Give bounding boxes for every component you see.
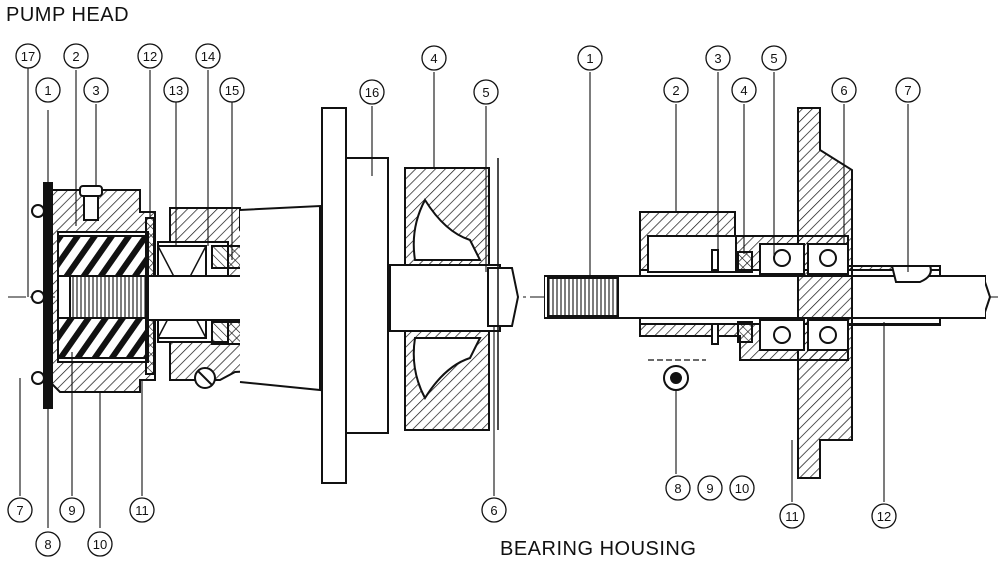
housing-flange bbox=[797, 107, 853, 479]
svg-text:14: 14 bbox=[201, 49, 215, 64]
svg-text:4: 4 bbox=[740, 83, 747, 98]
callout-bh-12: 12 bbox=[871, 503, 897, 529]
callout-12: 12 bbox=[137, 43, 163, 69]
adapter-plate bbox=[345, 157, 389, 434]
svg-text:15: 15 bbox=[225, 83, 239, 98]
coupling-void-top bbox=[412, 198, 482, 261]
svg-text:4: 4 bbox=[430, 51, 437, 66]
svg-text:1: 1 bbox=[586, 51, 593, 66]
callout-bh-5: 5 bbox=[761, 45, 787, 71]
end-cover bbox=[43, 182, 53, 409]
coupling-void-bottom bbox=[412, 337, 482, 400]
callout-15: 15 bbox=[219, 77, 245, 103]
callout-2: 2 bbox=[63, 43, 89, 69]
svg-text:12: 12 bbox=[877, 509, 891, 524]
callout-bh-2: 2 bbox=[663, 77, 689, 103]
callout-14: 14 bbox=[195, 43, 221, 69]
callout-17: 17 bbox=[15, 43, 41, 69]
callout-1: 1 bbox=[35, 77, 61, 103]
bearing-outer bbox=[759, 243, 805, 351]
svg-text:12: 12 bbox=[143, 49, 157, 64]
housing-seal-bottom bbox=[737, 321, 753, 343]
callout-bh-3: 3 bbox=[705, 45, 731, 71]
bearing-housing-assembly bbox=[544, 107, 992, 479]
callout-bh-7: 7 bbox=[895, 77, 921, 103]
callout-4: 4 bbox=[421, 45, 447, 71]
cover-screw-bottom bbox=[31, 371, 45, 385]
svg-text:3: 3 bbox=[92, 83, 99, 98]
svg-text:17: 17 bbox=[21, 49, 35, 64]
svg-text:7: 7 bbox=[16, 503, 23, 518]
impeller-upper bbox=[57, 235, 147, 277]
svg-text:10: 10 bbox=[93, 537, 107, 552]
svg-text:16: 16 bbox=[365, 85, 379, 100]
coupling-nut bbox=[487, 267, 520, 327]
pump-head-callouts: 17 1 2 3 12 13 14 15 16 4 5 7 8 9 10 11 … bbox=[7, 43, 507, 557]
impeller-lower bbox=[57, 317, 147, 359]
coupling-hub bbox=[389, 264, 501, 332]
svg-text:8: 8 bbox=[674, 481, 681, 496]
callout-8: 8 bbox=[35, 531, 61, 557]
callout-bh-1: 1 bbox=[577, 45, 603, 71]
svg-text:1: 1 bbox=[44, 83, 51, 98]
svg-text:9: 9 bbox=[706, 481, 713, 496]
impeller-hub bbox=[69, 275, 147, 319]
callout-16: 16 bbox=[359, 79, 385, 105]
callout-6: 6 bbox=[481, 497, 507, 523]
shaft-spline-redraw bbox=[547, 277, 619, 317]
adapter-cone bbox=[239, 204, 321, 392]
callout-7: 7 bbox=[7, 497, 33, 523]
svg-text:13: 13 bbox=[169, 83, 183, 98]
pump-head-assembly bbox=[31, 107, 520, 484]
svg-text:11: 11 bbox=[785, 509, 799, 524]
svg-text:2: 2 bbox=[72, 49, 79, 64]
callout-3: 3 bbox=[83, 77, 109, 103]
adapter-flange bbox=[321, 107, 347, 484]
callout-9: 9 bbox=[59, 497, 85, 523]
seal-ring-top bbox=[211, 245, 243, 269]
svg-text:11: 11 bbox=[135, 503, 149, 518]
svg-text:3: 3 bbox=[714, 51, 721, 66]
svg-text:10: 10 bbox=[735, 481, 749, 496]
svg-text:6: 6 bbox=[840, 83, 847, 98]
shaft-key bbox=[890, 265, 932, 283]
callout-11: 11 bbox=[129, 497, 155, 523]
callout-bh-10: 10 bbox=[729, 475, 755, 501]
svg-text:8: 8 bbox=[44, 537, 51, 552]
callout-10: 10 bbox=[87, 531, 113, 557]
svg-text:7: 7 bbox=[904, 83, 911, 98]
callout-bh-4: 4 bbox=[731, 77, 757, 103]
housing-seal-top bbox=[737, 251, 753, 273]
leader-lines bbox=[19, 68, 909, 528]
cover-screw-top bbox=[31, 204, 45, 218]
svg-text:5: 5 bbox=[770, 51, 777, 66]
snap-ring-top bbox=[711, 249, 719, 271]
bearing-inner bbox=[807, 243, 849, 351]
cover-screw-mid bbox=[31, 290, 45, 304]
callout-bh-11: 11 bbox=[779, 503, 805, 529]
pump-head-title: PUMP HEAD bbox=[6, 4, 130, 26]
bearing-housing-title: BEARING HOUSING bbox=[500, 538, 697, 560]
svg-text:9: 9 bbox=[68, 503, 75, 518]
callout-5: 5 bbox=[473, 79, 499, 105]
seal-ring-bottom bbox=[211, 321, 243, 345]
cam-screw-head bbox=[79, 185, 103, 197]
snap-ring-bottom bbox=[711, 323, 719, 345]
callout-13: 13 bbox=[163, 77, 189, 103]
callout-bh-6: 6 bbox=[831, 77, 857, 103]
svg-text:5: 5 bbox=[482, 85, 489, 100]
callout-bh-8: 8 bbox=[665, 475, 691, 501]
svg-text:2: 2 bbox=[672, 83, 679, 98]
callout-bh-9: 9 bbox=[697, 475, 723, 501]
housing-cavity bbox=[647, 235, 737, 273]
bearing-housing-callouts: 1 2 3 4 5 6 7 8 9 10 11 12 bbox=[577, 45, 921, 529]
svg-text:6: 6 bbox=[490, 503, 497, 518]
drawing-artwork bbox=[8, 68, 998, 528]
